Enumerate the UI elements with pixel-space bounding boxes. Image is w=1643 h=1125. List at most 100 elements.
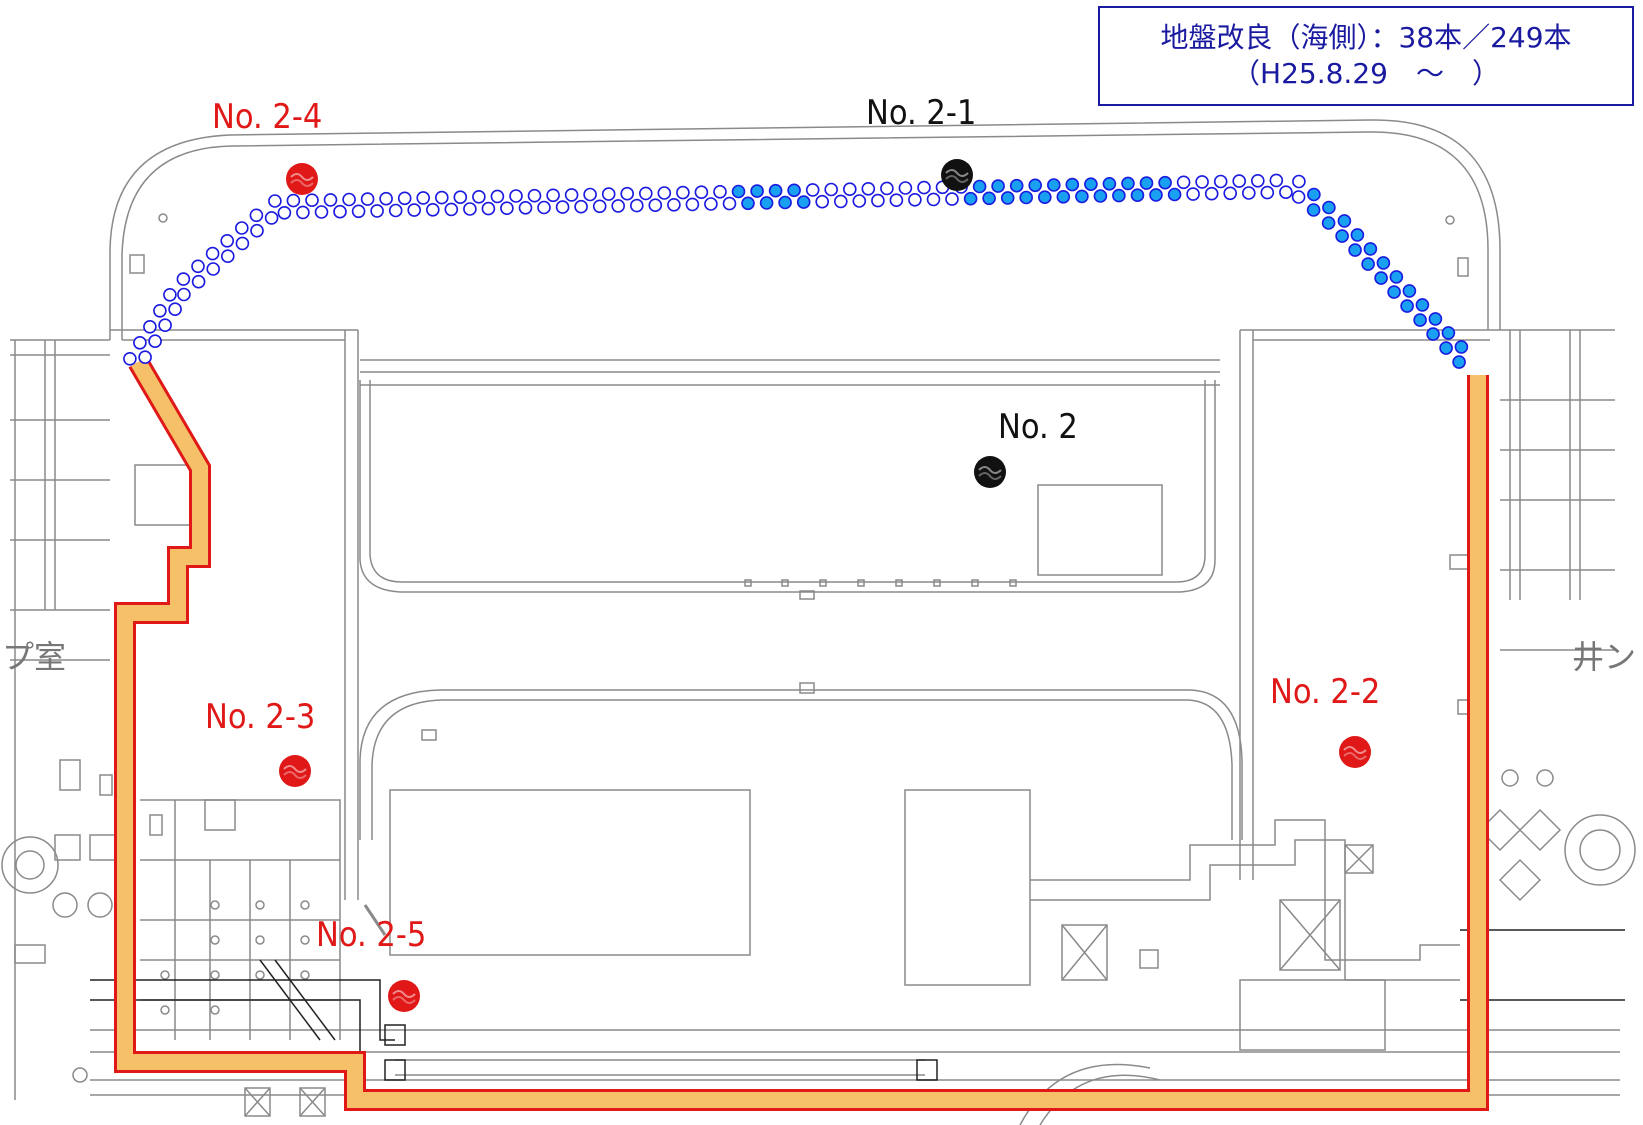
pile-completed — [1337, 214, 1352, 228]
pile-planned — [268, 194, 282, 208]
pile-planned — [235, 236, 250, 251]
pile-completed — [1112, 188, 1126, 203]
pile-planned — [176, 272, 191, 286]
pile-completed — [1441, 326, 1456, 340]
pile-planned — [898, 181, 913, 195]
pile-planned — [323, 193, 338, 207]
well-dot-shine — [290, 173, 314, 181]
pile-completed — [1374, 271, 1388, 285]
pile-planned — [123, 351, 137, 366]
pile-planned — [286, 193, 301, 208]
well-label-no-2-2: No. 2-2 — [1270, 672, 1381, 712]
pile-completed — [759, 196, 774, 210]
pile-planned — [333, 204, 347, 219]
pile-planned — [638, 186, 653, 201]
pile-completed — [1321, 216, 1336, 230]
pile-planned — [277, 206, 292, 220]
pile-planned — [351, 204, 366, 219]
pile-completed — [1102, 177, 1117, 191]
pile-completed — [1376, 256, 1391, 270]
pile-completed — [1047, 178, 1061, 192]
pile-completed — [1075, 189, 1089, 204]
pile-planned — [1232, 174, 1246, 188]
pile-planned — [685, 197, 700, 212]
pile-completed — [1361, 257, 1375, 271]
well-marker-2 — [974, 456, 1006, 488]
progress-info-box: 地盤改良（海側）：38本／249本 （H25.8.29 ～ ） — [1098, 6, 1634, 106]
pile-planned — [360, 192, 375, 206]
pile-completed — [1322, 200, 1336, 215]
well-marker-2-1 — [941, 159, 973, 191]
pile-completed — [1387, 285, 1401, 299]
pile-planned — [852, 194, 867, 208]
pile-planned — [676, 185, 690, 200]
pile-completed — [796, 195, 811, 209]
pile-planned — [305, 193, 319, 207]
pile-planned — [220, 234, 234, 248]
pile-completed — [1426, 327, 1440, 341]
well-marker-2-4 — [286, 163, 318, 195]
progress-line-1: 地盤改良（海側）：38本／249本 — [1160, 21, 1572, 54]
pile-planned — [917, 180, 931, 195]
pile-planned — [648, 198, 663, 212]
pile-planned — [926, 192, 941, 207]
pile-completed — [1149, 188, 1163, 202]
pile-planned — [805, 183, 820, 197]
pile-completed — [1363, 242, 1378, 256]
pile-completed — [1028, 178, 1042, 193]
pile-planned — [153, 303, 167, 318]
pile-planned — [177, 287, 191, 302]
pile-planned — [444, 202, 459, 217]
pile-planned — [583, 187, 597, 202]
pile-planned — [1251, 174, 1265, 188]
pile-completed — [1350, 228, 1365, 242]
pile-completed — [1348, 243, 1362, 257]
well-label-no-2-5: No. 2-5 — [316, 915, 427, 955]
pile-planned — [342, 192, 356, 207]
well-dot — [286, 163, 318, 195]
pile-completed — [1019, 190, 1033, 205]
well-dot-shine — [283, 765, 307, 773]
pile-planned — [407, 203, 422, 217]
pile-completed — [1428, 312, 1443, 326]
pile-completed — [1167, 187, 1182, 202]
pile-planned — [133, 335, 147, 350]
pile-planned — [945, 192, 959, 206]
pile-completed — [1093, 189, 1108, 203]
pile-planned — [704, 197, 718, 211]
pile-planned — [574, 199, 588, 214]
well-dot-shine — [392, 990, 416, 998]
pile-completed — [1389, 270, 1404, 284]
pile-planned — [221, 249, 235, 264]
pile-planned — [490, 189, 505, 204]
pile-planned — [463, 202, 477, 216]
pile-planned — [601, 187, 616, 201]
pile-planned — [1291, 190, 1306, 204]
observation-wells — [279, 159, 1371, 1012]
well-dot-shine — [945, 175, 969, 183]
pile-completed — [1454, 340, 1469, 354]
pile-planned — [871, 193, 885, 208]
pile-planned — [861, 182, 876, 196]
pile-planned — [370, 204, 384, 218]
progress-line-2: （H25.8.29 ～ ） — [1232, 57, 1500, 90]
pile-planned — [509, 189, 523, 203]
pile-planned — [667, 198, 681, 212]
pile-planned — [250, 223, 264, 238]
pile-completed — [731, 184, 746, 199]
pile-planned — [388, 203, 403, 218]
pile-planned — [1269, 173, 1284, 188]
pile-planned — [1213, 174, 1228, 189]
well-label-no-2-1: No. 2-1 — [866, 93, 977, 133]
barrier-wall-fill — [117, 357, 1486, 1108]
well-dot-shine — [978, 472, 1002, 480]
pile-planned — [163, 287, 177, 302]
pile-completed — [1139, 176, 1154, 190]
pile-completed — [768, 183, 783, 198]
pile-planned — [537, 200, 551, 215]
pile-planned — [611, 199, 626, 213]
pile-planned — [425, 203, 440, 217]
pile-planned — [908, 193, 922, 207]
pile-completed — [1335, 229, 1349, 243]
pile-planned — [472, 190, 486, 204]
